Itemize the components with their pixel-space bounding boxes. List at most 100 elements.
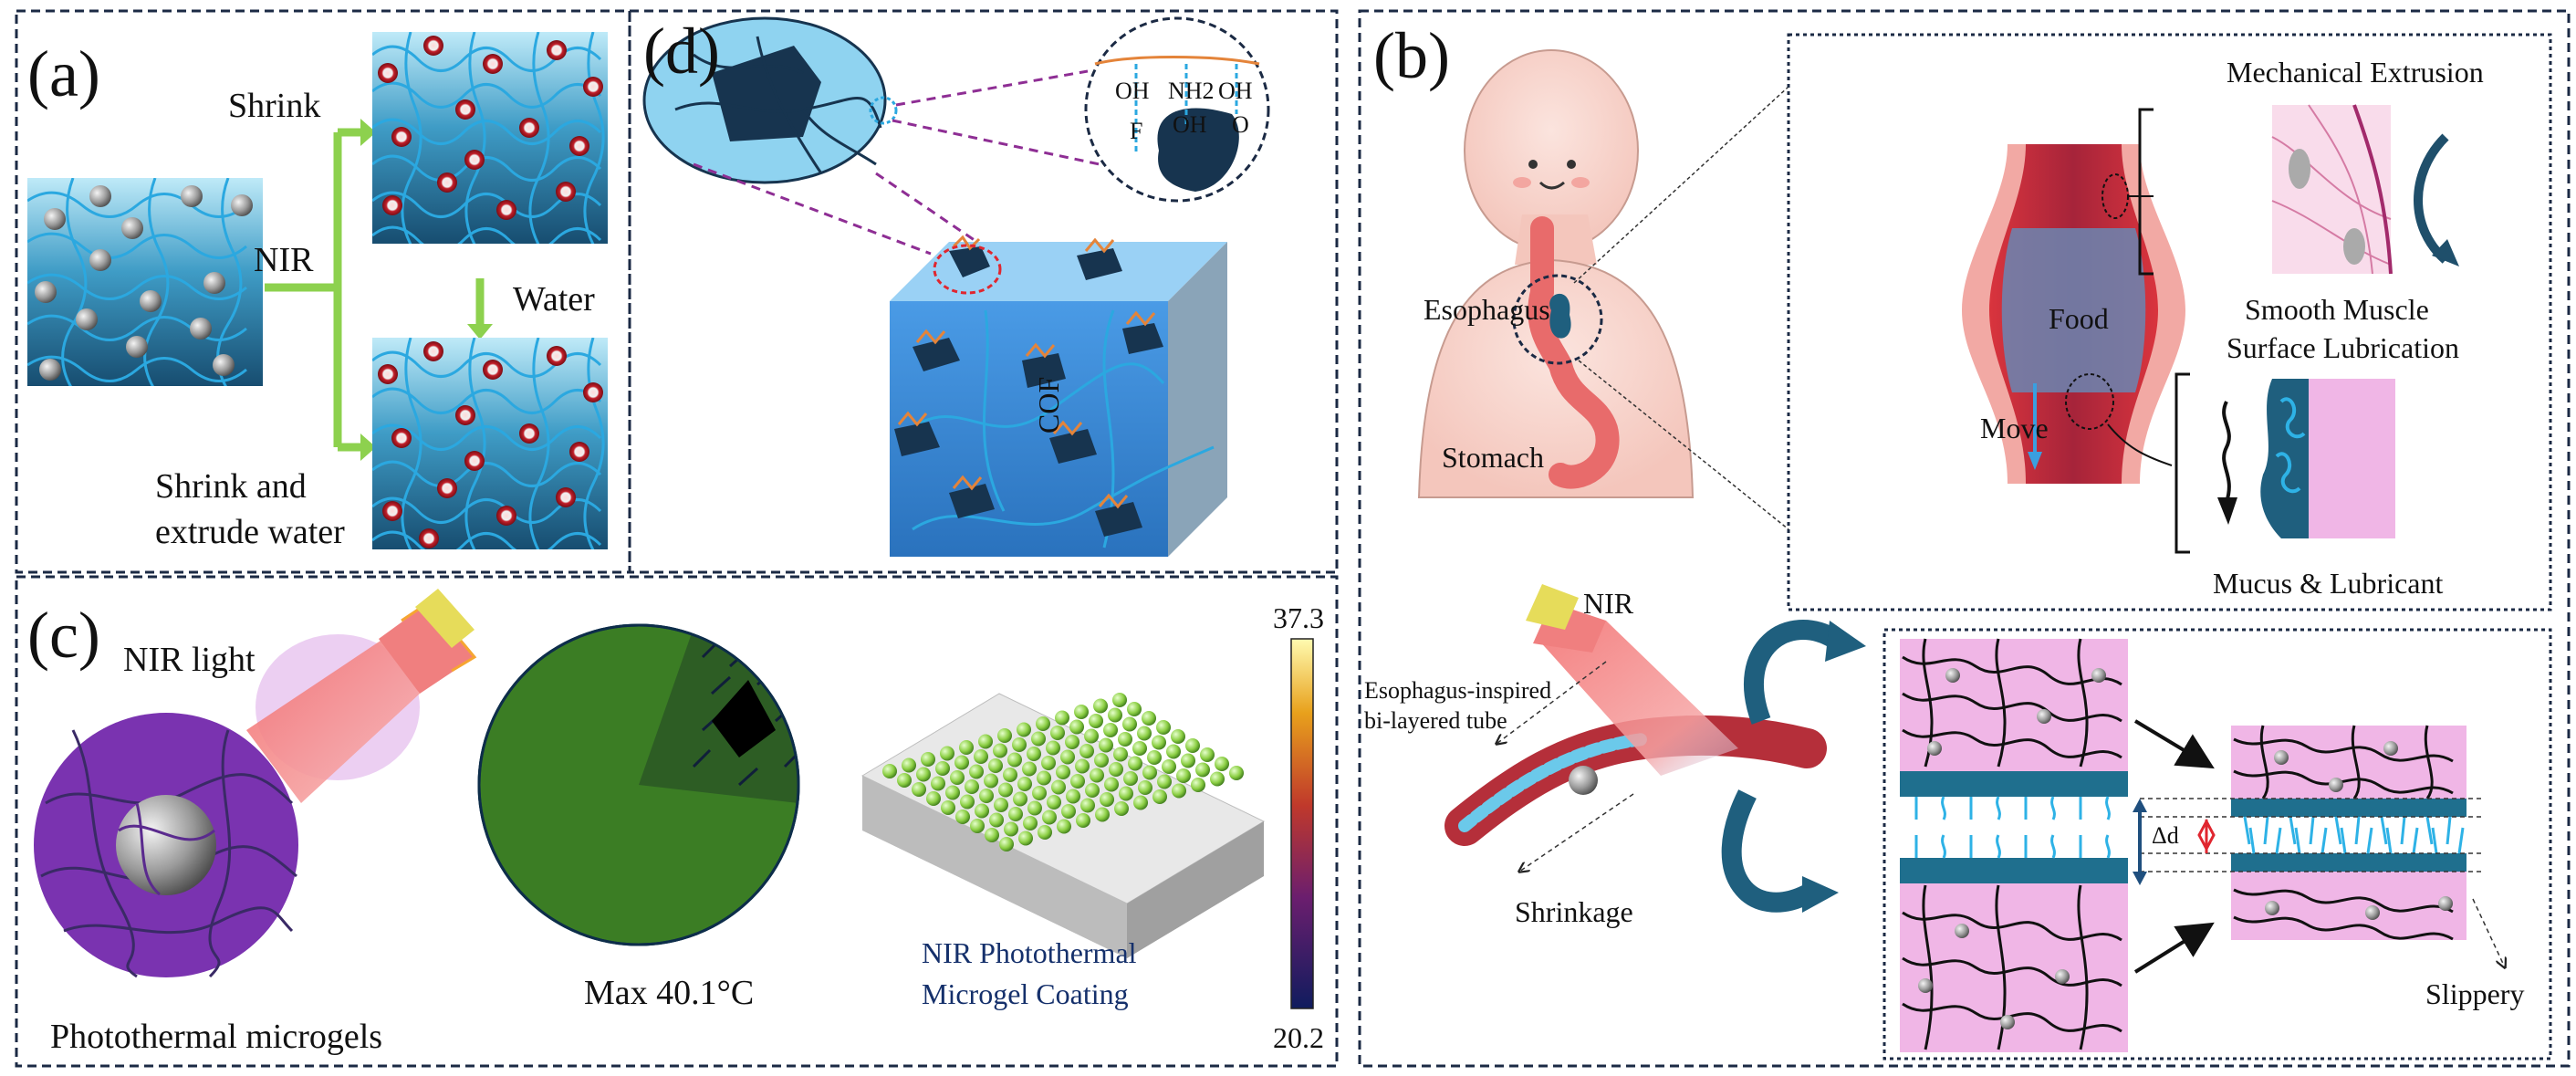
coating-sphere bbox=[1057, 819, 1071, 834]
coating-label-1: NIR Photothermal bbox=[922, 936, 1137, 969]
coating-sphere bbox=[1133, 795, 1148, 810]
coating-sphere bbox=[1085, 783, 1100, 798]
coating-sphere bbox=[1003, 768, 1017, 782]
coating-sphere bbox=[979, 789, 994, 803]
coating-sphere bbox=[1041, 756, 1056, 770]
coating-sphere bbox=[1181, 753, 1195, 768]
zoom-ellipse bbox=[642, 16, 898, 184]
coating-sphere bbox=[1061, 804, 1076, 819]
inset-top-frame bbox=[1787, 33, 2552, 611]
panel-d: (d) OH NH2 OH F OH O bbox=[642, 15, 1270, 557]
coating-sphere bbox=[959, 740, 974, 755]
coating-sphere bbox=[1022, 761, 1037, 777]
coating-sphere bbox=[1074, 705, 1089, 719]
coating-sphere bbox=[1119, 786, 1133, 801]
shrink-label: Shrink bbox=[228, 87, 320, 125]
coating-sphere bbox=[965, 779, 979, 794]
layer-stack-right bbox=[2231, 725, 2466, 941]
smooth-muscle-label-1: Smooth Muscle bbox=[2245, 293, 2429, 326]
coating-sphere bbox=[1018, 831, 1033, 846]
panel-d-frame bbox=[628, 9, 1339, 574]
coating-sphere bbox=[975, 803, 989, 819]
stomach-label: Stomach bbox=[1442, 441, 1544, 474]
coating-sphere bbox=[921, 752, 935, 767]
coating-sphere bbox=[1142, 765, 1157, 780]
coating-sphere bbox=[935, 761, 950, 776]
group-o: O bbox=[1232, 111, 1249, 138]
coating-sphere bbox=[960, 794, 975, 810]
gel-initial bbox=[27, 178, 263, 386]
panel-c-frame bbox=[15, 575, 1339, 1068]
coating-sphere bbox=[1032, 786, 1047, 800]
coating-sphere bbox=[1004, 821, 1018, 837]
coating-sphere bbox=[1027, 747, 1041, 761]
tube-label-1: Esophagus-inspired bbox=[1364, 677, 1551, 704]
coating-sphere bbox=[882, 764, 897, 778]
panel-b: (b) Esophagus Stomach Mechanical Extrusi… bbox=[1364, 19, 2552, 1060]
tube-label-2: bi-layered tube bbox=[1364, 707, 1507, 734]
coating-sphere bbox=[1079, 744, 1094, 758]
body-zoom-lines bbox=[1573, 86, 1789, 530]
coating-sphere bbox=[978, 734, 993, 749]
coating-sphere bbox=[1127, 702, 1142, 716]
cof-cube: COF bbox=[890, 235, 1227, 557]
coating-sphere bbox=[1047, 795, 1061, 810]
coating-sphere bbox=[1171, 729, 1185, 744]
coating-sphere bbox=[985, 828, 999, 842]
coating-sphere bbox=[1104, 777, 1119, 792]
coating-sphere bbox=[1090, 768, 1104, 783]
coating-sphere bbox=[974, 749, 988, 764]
coating-sphere bbox=[954, 755, 969, 770]
water-label: Water bbox=[513, 280, 595, 319]
food-label: Food bbox=[2049, 302, 2109, 335]
coating-sphere bbox=[1093, 698, 1108, 714]
zoom-lines bbox=[693, 69, 1100, 256]
delta-d-indicator bbox=[2133, 798, 2482, 885]
coating-sphere bbox=[1128, 756, 1142, 771]
coating-sphere bbox=[1138, 780, 1152, 795]
coating-sphere bbox=[931, 776, 945, 791]
coating-sphere bbox=[1007, 752, 1022, 768]
coating-sphere bbox=[1191, 778, 1205, 792]
human-figure bbox=[1417, 49, 1695, 498]
coating-sphere bbox=[1142, 711, 1156, 726]
coating-sphere bbox=[1017, 722, 1031, 737]
coating-sphere bbox=[1038, 825, 1052, 840]
slippery-label: Slippery bbox=[2425, 977, 2524, 1010]
coating-sphere bbox=[1036, 716, 1050, 731]
panel-b-frame bbox=[1358, 9, 2571, 1068]
shrinkage-label: Shrinkage bbox=[1515, 895, 1633, 928]
coating-sphere bbox=[1162, 759, 1176, 774]
nir-branch-arrows bbox=[265, 128, 485, 452]
temperature-scale: 37.3 20.2 bbox=[1273, 601, 1324, 1054]
coating-sphere bbox=[993, 743, 1007, 758]
coating-sphere bbox=[916, 767, 931, 782]
coating-sphere bbox=[1050, 726, 1065, 740]
coating-sphere bbox=[1156, 720, 1171, 735]
coating-sphere bbox=[1042, 810, 1057, 825]
brackets bbox=[2138, 108, 2190, 554]
coating-sphere bbox=[1080, 798, 1095, 813]
coating-sphere bbox=[1017, 777, 1032, 791]
coating-sphere bbox=[1166, 744, 1181, 759]
panel-a-letter: (a) bbox=[27, 37, 100, 110]
coating-sphere bbox=[1176, 768, 1191, 783]
coating-sphere bbox=[1099, 737, 1113, 753]
group-oh-2: OH bbox=[1218, 78, 1253, 104]
coating-sphere bbox=[1118, 732, 1132, 747]
coating-sphere bbox=[1076, 813, 1090, 828]
panel-c: (c) NIR light Photot bbox=[27, 589, 1324, 1056]
mucus-inset bbox=[2217, 379, 2395, 538]
coating-sphere bbox=[1215, 757, 1229, 771]
coating-sphere bbox=[1023, 816, 1038, 831]
coating-sphere bbox=[999, 837, 1014, 851]
mucus-lubricant-label: Mucus & Lubricant bbox=[2213, 567, 2444, 600]
coating-sphere bbox=[969, 764, 984, 779]
coating-label-2: Microgel Coating bbox=[922, 977, 1129, 1010]
coating-sphere bbox=[950, 770, 965, 785]
coating-sphere bbox=[1046, 740, 1060, 756]
coating-sphere bbox=[1195, 762, 1210, 778]
coating-sphere bbox=[1108, 707, 1122, 723]
coating-sphere bbox=[926, 791, 941, 806]
coating-sphere bbox=[1123, 771, 1138, 786]
